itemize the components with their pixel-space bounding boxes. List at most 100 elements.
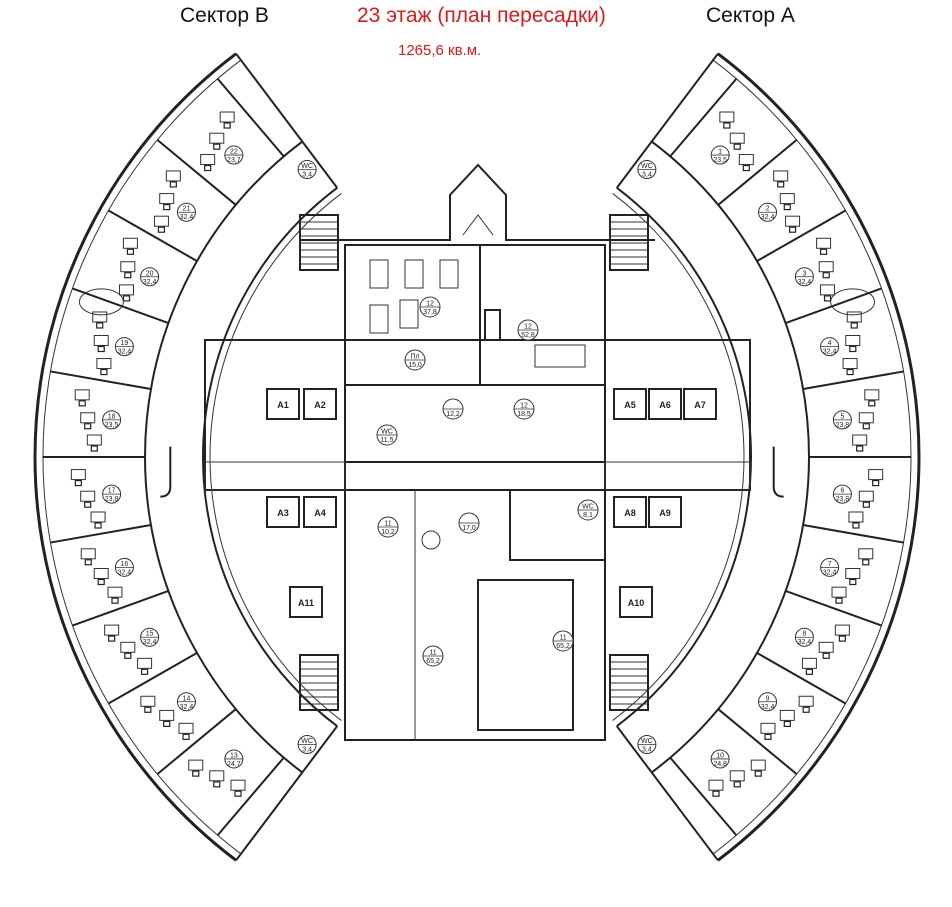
desk <box>230 779 246 791</box>
elevator-a1: A1 <box>266 388 300 420</box>
chair <box>204 164 212 172</box>
elevator-shaft <box>613 496 647 528</box>
desk <box>80 548 96 560</box>
desk <box>868 469 884 481</box>
wing-end-wall <box>235 53 338 189</box>
room-area: 65,2 <box>426 658 440 665</box>
chair <box>126 248 135 255</box>
wc-label: WC3,4 <box>637 735 657 755</box>
chair <box>234 790 242 797</box>
desk <box>188 759 204 771</box>
desk <box>848 511 864 523</box>
outer-wall <box>33 52 237 862</box>
room-area: 3,4 <box>642 747 652 754</box>
cubicle-block <box>477 579 574 731</box>
room-number: 4 <box>828 340 832 347</box>
desk <box>864 389 880 401</box>
room-area: 37,8 <box>423 309 437 316</box>
chair <box>84 423 92 430</box>
desk <box>399 299 419 329</box>
top-bay-inner <box>462 214 494 236</box>
desk <box>74 389 90 401</box>
room-area: 32,4 <box>180 214 194 221</box>
room-area: 23,7 <box>227 157 241 164</box>
main-core <box>204 339 751 491</box>
room-number: 22 <box>230 149 238 156</box>
wc-label: WC3,4 <box>297 735 317 755</box>
chair <box>819 248 828 255</box>
room-partition <box>107 652 198 705</box>
elevator-label: A9 <box>659 508 671 518</box>
chair <box>182 733 190 740</box>
room-number: 12 <box>426 301 434 308</box>
elevator-label: A7 <box>694 400 706 410</box>
chair <box>140 668 149 675</box>
room-area: 3,4 <box>302 747 312 754</box>
chair <box>802 706 810 713</box>
room-number: 15 <box>146 631 154 638</box>
room-partition <box>756 652 847 705</box>
chair <box>777 181 785 188</box>
desk <box>140 695 156 707</box>
room-number: 11 <box>384 521 391 528</box>
wing-end-wall <box>616 725 719 861</box>
desk <box>96 358 112 370</box>
column <box>421 530 441 550</box>
room-area: 18,5 <box>517 411 531 418</box>
room-area: 23,5 <box>713 157 727 164</box>
chair <box>764 733 772 740</box>
room-area: 23,8 <box>105 496 119 503</box>
desk <box>818 641 834 653</box>
elevator-a6: A6 <box>648 388 682 420</box>
desk <box>90 511 106 523</box>
chair <box>862 501 870 508</box>
elevator-shaft <box>613 388 647 420</box>
room-number: 8 <box>802 631 806 638</box>
desk <box>93 567 109 579</box>
desk <box>785 215 801 227</box>
room-area: 23,8 <box>836 496 850 503</box>
desk <box>369 259 389 289</box>
room-area: 32,4 <box>823 569 837 576</box>
room-label: 523,8 <box>832 410 852 430</box>
room-number: WC <box>381 429 393 436</box>
desk <box>858 412 874 424</box>
room-partition <box>107 209 198 262</box>
room-label: 232,4 <box>758 202 778 222</box>
reception-desk <box>160 446 172 498</box>
room-area: 65,2 <box>556 643 570 650</box>
room-partition <box>156 708 237 775</box>
desk <box>70 469 86 481</box>
center-room-label: WC8,1 <box>577 499 599 521</box>
room-number: WC <box>641 163 653 170</box>
room-partition <box>785 287 882 324</box>
sector-b-label: Сектор В <box>180 4 269 27</box>
room-partition <box>72 287 169 324</box>
room-area: 52,8 <box>521 332 535 339</box>
room-area: 11,5 <box>380 437 393 444</box>
elevator-a7: A7 <box>683 388 717 420</box>
desk <box>200 154 216 166</box>
chair <box>111 597 119 604</box>
corridor-left <box>204 461 346 491</box>
elevator-a8: A8 <box>613 496 647 528</box>
room-area: 32,4 <box>798 279 812 286</box>
room-area: 17,0 <box>462 525 476 532</box>
room-number: 6 <box>840 488 844 495</box>
desk <box>845 335 861 347</box>
desk <box>846 311 862 323</box>
desk <box>93 335 109 347</box>
chair <box>868 400 876 407</box>
room-partition <box>156 139 237 206</box>
room-area: 23,8 <box>836 422 850 429</box>
elevator-shaft <box>683 388 717 420</box>
